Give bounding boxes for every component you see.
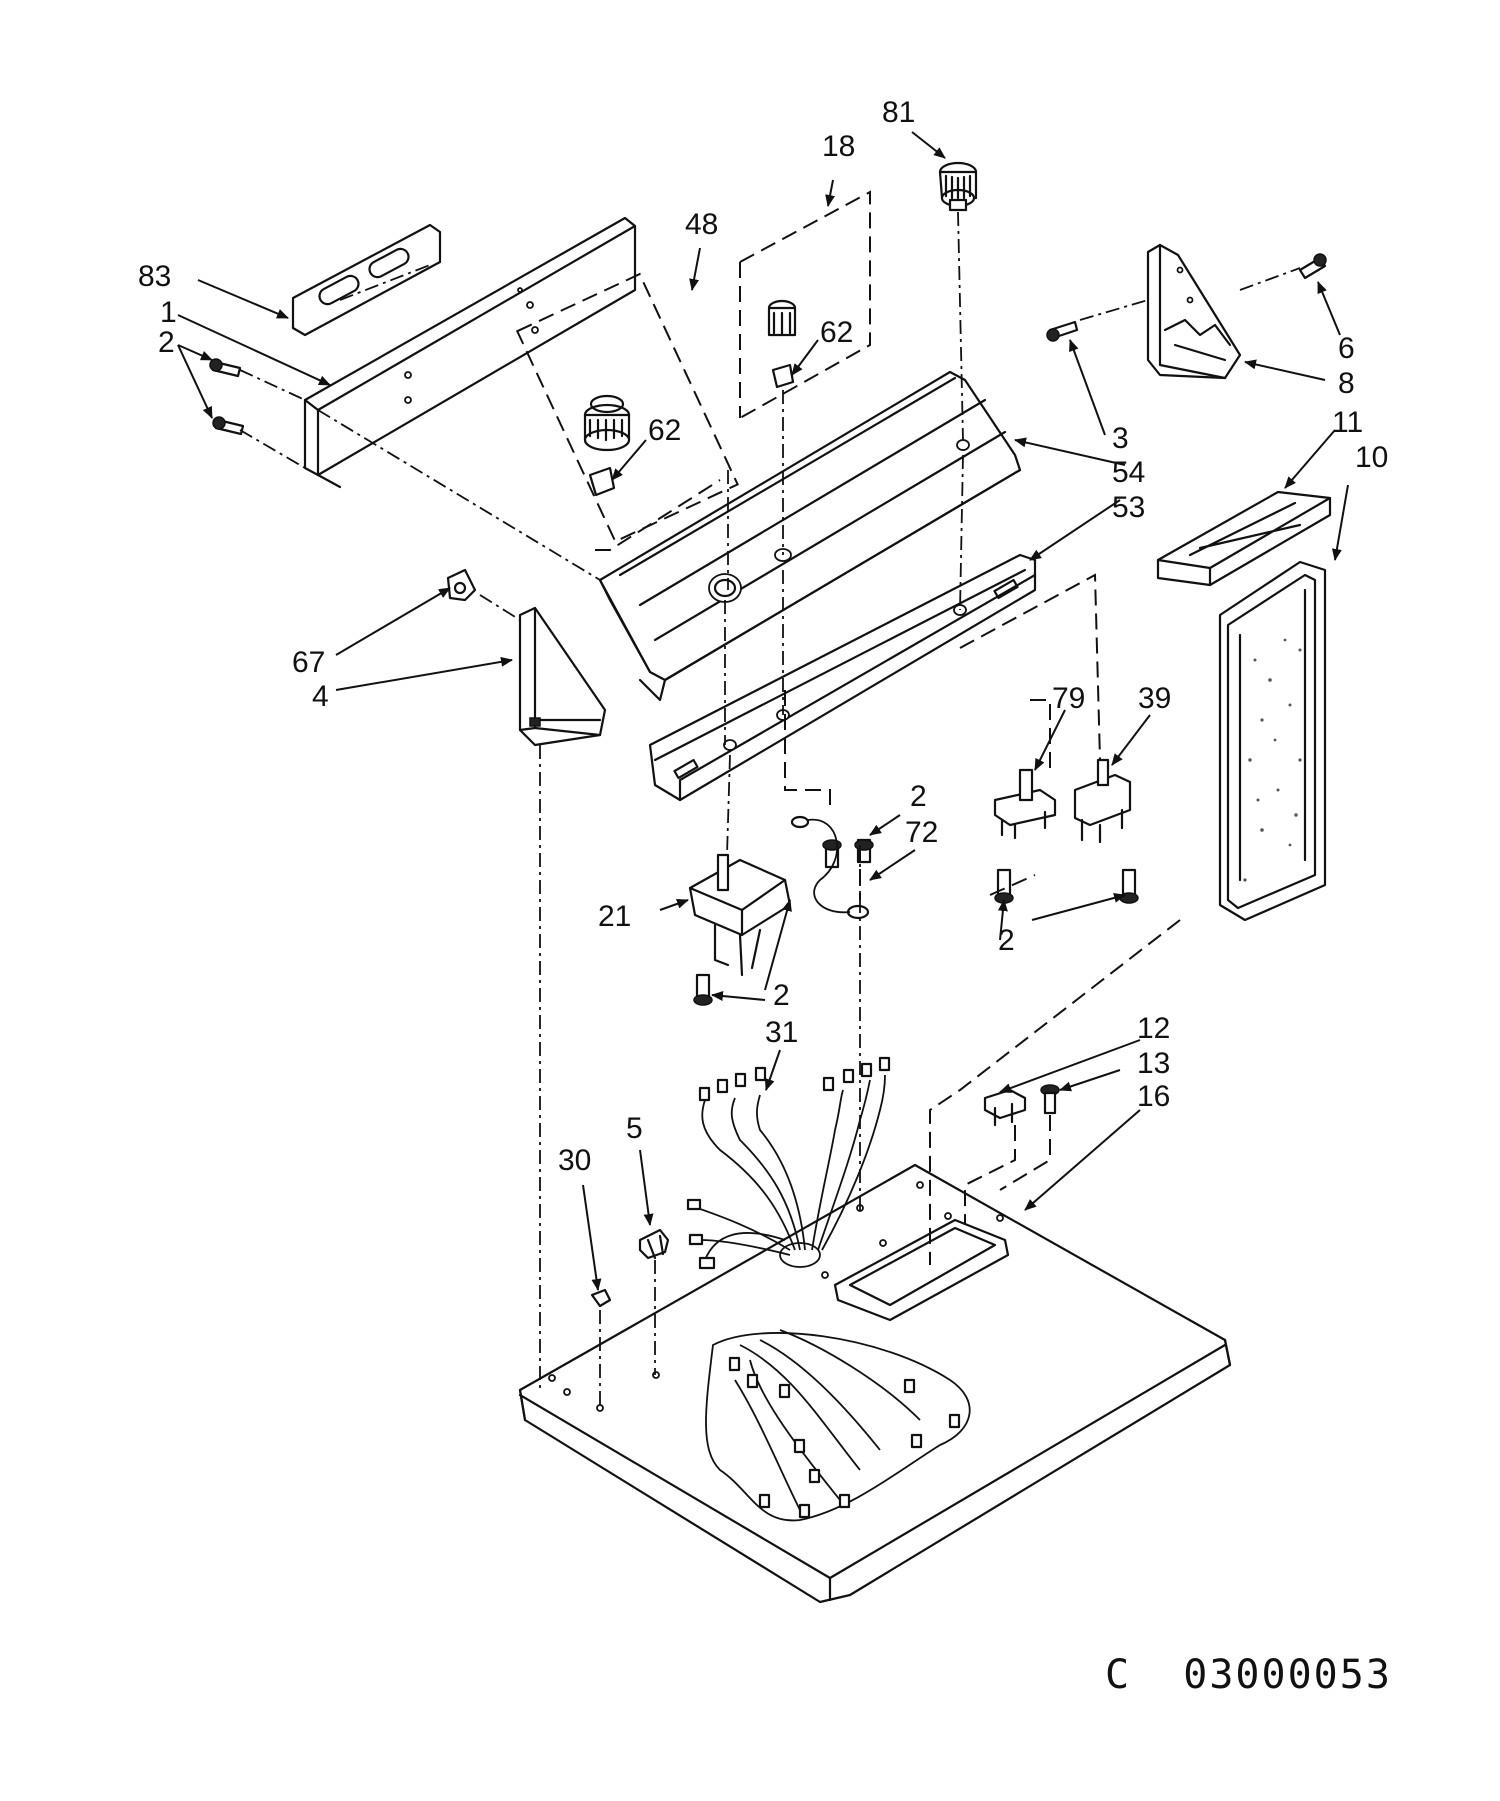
lint-screen	[1218, 560, 1327, 922]
knob-assembly-18	[739, 190, 871, 419]
wiring-harness-base	[705, 1329, 971, 1522]
callout-12: 12	[1137, 1012, 1170, 1045]
ground-wire	[790, 815, 870, 920]
console-rear-bracket	[303, 216, 637, 489]
callout-13: 13	[1137, 1047, 1170, 1080]
callout-6: 6	[1338, 332, 1355, 365]
callout-4: 4	[312, 680, 329, 713]
dryer-top-panel	[518, 1163, 1232, 1604]
callout-2: 2	[910, 780, 927, 813]
screw-icon	[1040, 1084, 1060, 1115]
screw-icon	[209, 358, 245, 436]
callout-10: 10	[1355, 441, 1388, 474]
callout-39: 39	[1138, 682, 1171, 715]
knob-81	[938, 161, 978, 212]
callout-1: 1	[160, 296, 177, 329]
callout-2: 2	[773, 979, 790, 1012]
wiring-harness-31	[686, 1056, 891, 1270]
callout-72: 72	[905, 816, 938, 849]
callout-8: 8	[1338, 367, 1355, 400]
control-panel-upper	[598, 370, 1022, 702]
callout-5: 5	[626, 1112, 643, 1145]
drawing-reference-code: C 03000053	[1105, 1652, 1392, 1698]
wire-clip-bracket	[291, 223, 442, 337]
lint-filter-guide-bracket	[1146, 243, 1242, 380]
callout-11: 11	[1332, 406, 1363, 439]
callout-30: 30	[558, 1144, 591, 1177]
callout-16: 16	[1137, 1080, 1170, 1113]
callout-62: 62	[820, 316, 853, 349]
callout-31: 31	[765, 1016, 798, 1049]
callout-79: 79	[1052, 682, 1085, 715]
knob-assembly-48	[515, 272, 739, 543]
clip-12	[983, 1088, 1027, 1127]
callout-3: 3	[1112, 422, 1129, 455]
callout-18: 18	[822, 130, 855, 163]
callout-labels: 81 18 48 83 1 2 62 62 6 8 3 11 10 54 53 …	[138, 96, 1388, 1177]
callout-62: 62	[648, 414, 681, 447]
switch-39	[1073, 758, 1132, 844]
switch-79	[993, 768, 1057, 840]
screw-icon	[1046, 253, 1327, 342]
callout-67: 67	[292, 646, 325, 679]
callout-54: 54	[1112, 456, 1145, 489]
clip-5	[638, 1228, 670, 1260]
callout-2: 2	[158, 326, 175, 359]
callout-83: 83	[138, 260, 171, 293]
callout-81: 81	[882, 96, 915, 129]
console-end-cap	[518, 606, 607, 747]
lint-screen-cover	[1156, 490, 1332, 587]
callout-21: 21	[598, 900, 631, 933]
clip-icon	[446, 568, 477, 602]
assembly-guide-lines	[239, 211, 1301, 1410]
callout-48: 48	[685, 208, 718, 241]
clip-30	[590, 1288, 612, 1308]
leader-lines	[177, 131, 1349, 1291]
callout-2: 2	[998, 924, 1015, 957]
callout-53: 53	[1112, 491, 1145, 524]
control-panel-lower	[648, 553, 1037, 802]
